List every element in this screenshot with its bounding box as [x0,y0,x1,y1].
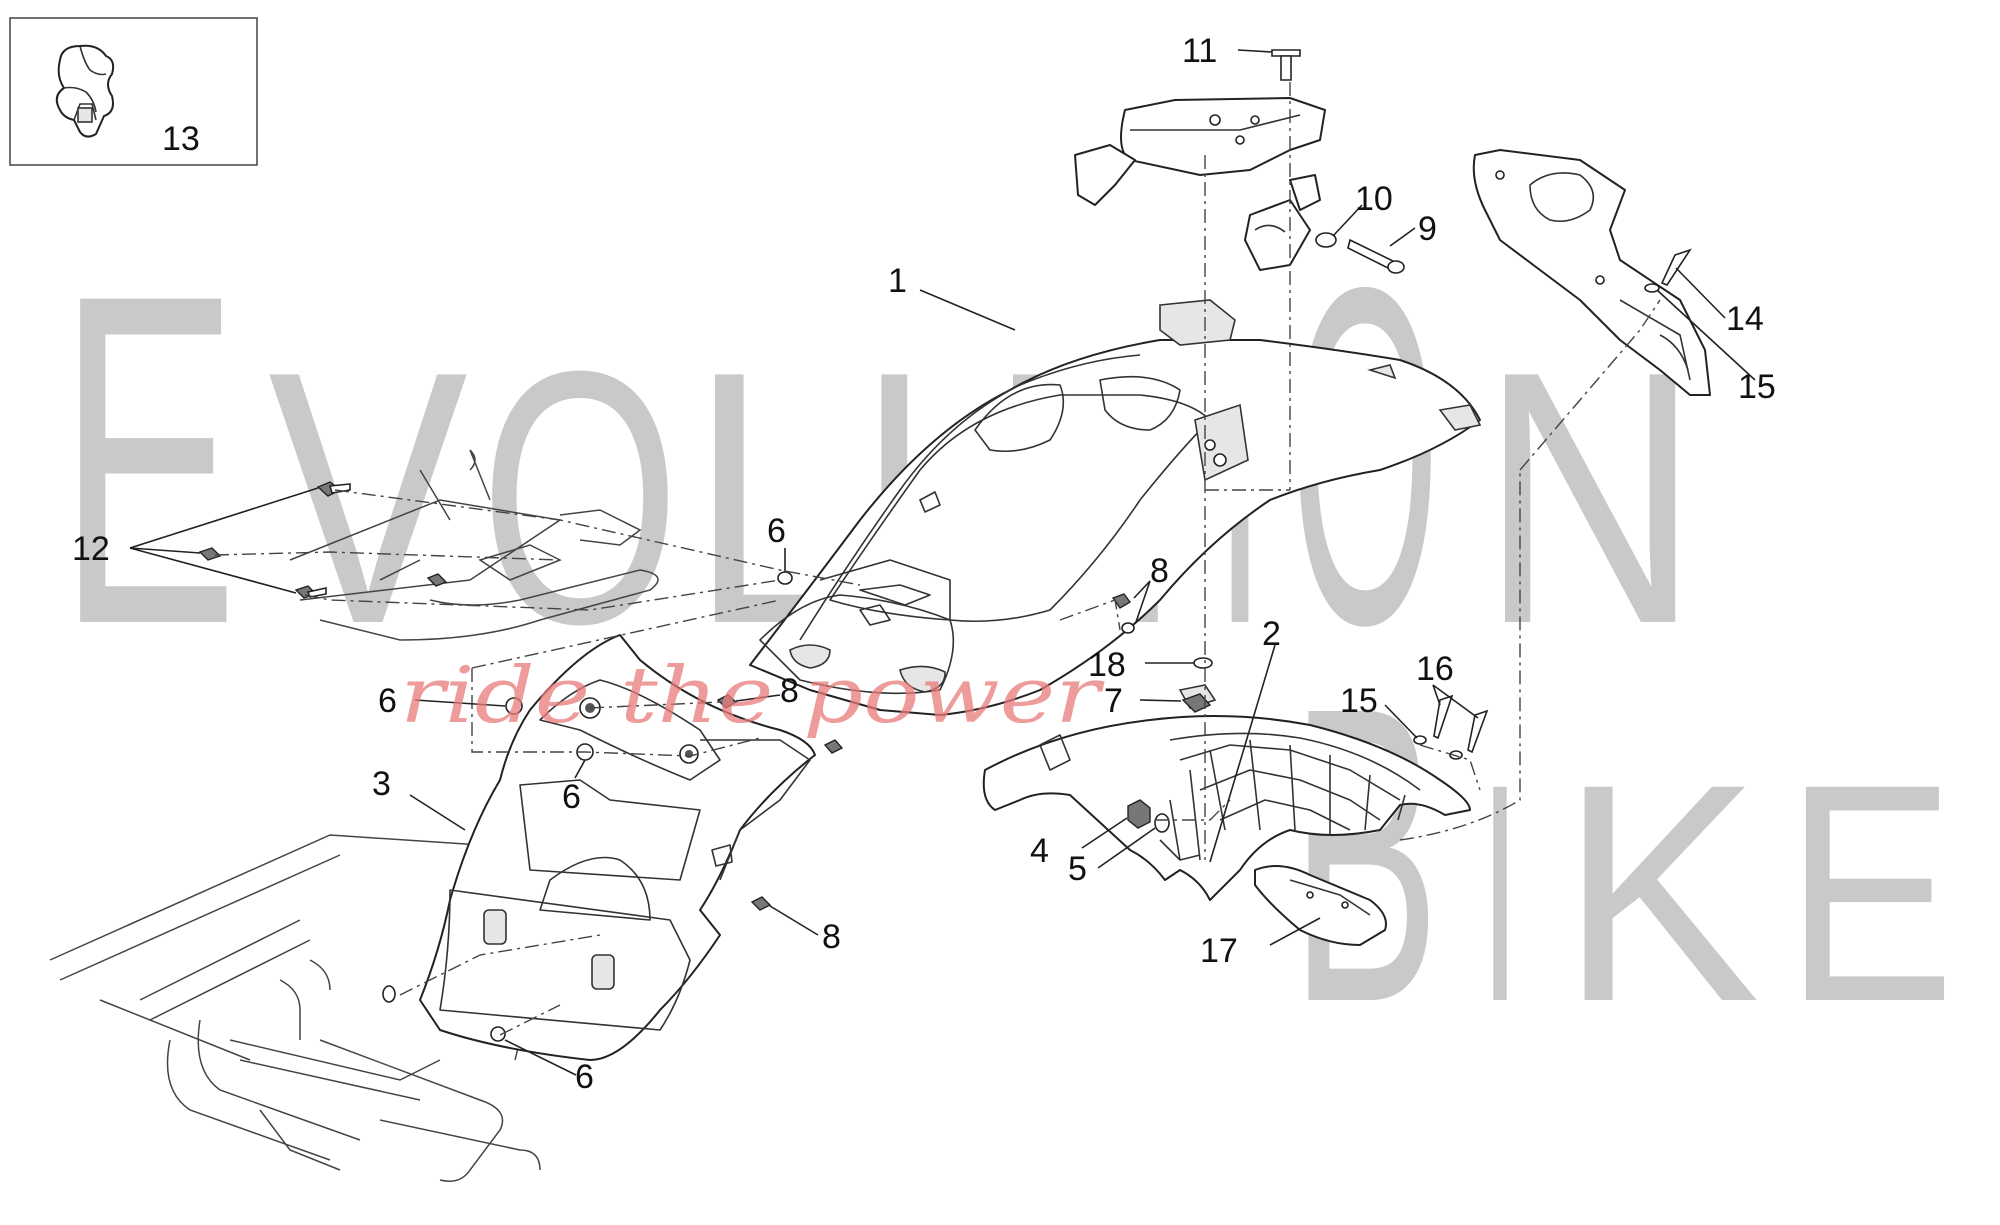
callout-11: 11 [1182,32,1217,70]
callout-16: 16 [1416,650,1454,688]
nut-7 [1181,693,1212,713]
nut-4 [1127,799,1151,829]
screw-11 [1271,49,1301,81]
callout-10: 10 [1355,180,1393,218]
watermark-tagline: ride the power [400,651,1106,741]
callout-8-upper: 8 [1150,552,1169,590]
part-17 [1254,865,1387,946]
inset-box: 13 [9,17,258,166]
callout-18: 18 [1088,646,1126,684]
callout-8-mid: 8 [780,672,799,710]
washer-5 [1154,813,1170,833]
washer-15-right [1644,283,1660,293]
callout-17: 17 [1200,932,1238,970]
screw-16 [1433,694,1489,754]
part-rear-fender [749,299,1482,716]
washer-10 [1315,232,1337,248]
callout-7: 7 [1104,682,1123,720]
callout-6-lower: 6 [575,1058,594,1096]
nuts-8 [716,593,1135,911]
callout-labels: 11 10 9 14 15 1 12 6 8 2 16 18 15 7 6 8 … [72,32,1776,1096]
watermark-letter-k: K [1560,719,1760,1066]
clip-icon [55,44,115,138]
watermark-letter-o: O [480,297,680,699]
bolt-9 [1347,238,1405,274]
leader-lines [129,49,1756,1076]
callout-2: 2 [1262,615,1281,653]
washer-18 [1193,657,1213,669]
inset-label: 13 [162,120,200,158]
part-bracket [1074,97,1326,271]
callout-12: 12 [72,530,110,568]
part-lower-mudguard [419,634,816,1061]
callout-1: 1 [888,262,907,300]
bolts-12 [198,481,448,599]
assembly-lines [214,82,1661,1036]
callout-6-left: 6 [378,682,397,720]
screw-14 [1660,248,1692,286]
callout-6-upper: 6 [767,512,786,550]
part-plate-bracket [1472,149,1711,396]
callout-14: 14 [1726,300,1764,338]
callout-6-center: 6 [562,778,581,816]
callout-3: 3 [372,765,391,803]
callout-15-right: 15 [1738,368,1776,406]
callout-5: 5 [1068,850,1087,888]
watermark-letter-e: E [58,197,238,722]
callout-15-lower: 15 [1340,682,1378,720]
watermark-letter-e2: E [1785,719,1955,1066]
callout-4: 4 [1030,832,1049,870]
callout-8-lower: 8 [822,918,841,956]
watermark-letter-b: B [1290,621,1440,1090]
watermark-letter-i2: I [1480,719,1520,1066]
callout-9: 9 [1418,210,1437,248]
